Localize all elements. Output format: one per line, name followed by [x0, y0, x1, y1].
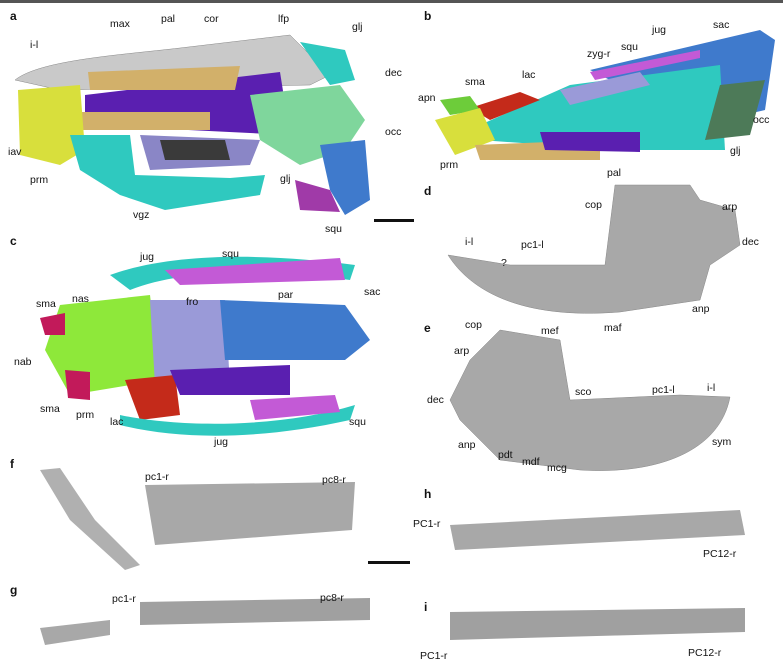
label: squ — [325, 223, 342, 235]
label: sma — [40, 403, 60, 415]
label: sac — [713, 19, 730, 31]
panel-letter-e: e — [424, 321, 431, 335]
label: PC1-r — [420, 650, 448, 662]
label: dec — [385, 67, 402, 79]
label: pc8-r — [322, 474, 346, 486]
label: sco — [575, 386, 592, 398]
label: cop — [585, 199, 602, 211]
label: pc1-l — [521, 239, 544, 251]
label: prm — [440, 159, 459, 171]
label: lac — [110, 416, 124, 428]
label: par — [278, 289, 294, 301]
label: sma — [465, 76, 485, 88]
label: pal — [161, 13, 176, 25]
panel-letter-g: g — [10, 583, 18, 597]
label: anp — [692, 303, 710, 315]
panel-e-mandible — [449, 329, 731, 471]
label: cor — [204, 13, 219, 25]
label: occ — [753, 114, 770, 126]
label: PC12-r — [703, 548, 737, 560]
label: pc1-r — [112, 593, 136, 605]
label: pc1-l — [652, 384, 675, 396]
panel-letter-f: f — [10, 457, 14, 471]
label: glj — [352, 21, 363, 33]
panel-letter-b: b — [424, 9, 432, 23]
label: i-l — [707, 382, 716, 394]
label: prm — [76, 409, 95, 421]
label: iav — [8, 146, 22, 158]
label: apn — [418, 92, 436, 104]
label: jug — [652, 24, 667, 36]
label: pc8-r — [320, 592, 344, 604]
panel-f-teeth — [40, 468, 355, 570]
label: vgz — [133, 209, 150, 221]
label: glj — [280, 173, 291, 185]
label: arp — [722, 201, 738, 213]
label: cop — [465, 319, 482, 331]
label: nab — [14, 356, 32, 368]
scale-bar-a — [374, 219, 414, 222]
label: lfp — [278, 13, 290, 25]
panel-a-skull — [14, 34, 370, 215]
label: fro — [186, 296, 199, 308]
label: zyg-r — [587, 48, 611, 60]
label: dec — [427, 394, 444, 406]
label: i-l — [30, 39, 39, 51]
top-border — [0, 0, 783, 3]
panel-g-teeth — [40, 598, 370, 645]
label: pal — [607, 167, 622, 179]
panel-letter-d: d — [424, 184, 432, 198]
label: squ — [621, 41, 638, 53]
label: jug — [140, 251, 155, 263]
label: anp — [458, 439, 476, 451]
label: prm — [30, 174, 49, 186]
label: pc1-r — [145, 471, 169, 483]
label: mcg — [547, 462, 567, 474]
panel-h-teeth — [450, 510, 745, 550]
label: occ — [385, 126, 402, 138]
label: nas — [72, 293, 89, 305]
label: ? — [501, 257, 507, 269]
label: squ — [349, 416, 366, 428]
label: sym — [712, 436, 732, 448]
label: pdt — [498, 449, 513, 461]
panel-d-mandible — [447, 184, 741, 314]
label: sma — [36, 298, 56, 310]
label: maf — [604, 322, 622, 334]
label: mef — [541, 325, 559, 337]
label: dec — [742, 236, 759, 248]
panel-letter-i: i — [424, 600, 428, 614]
panel-letter-h: h — [424, 487, 432, 501]
label: arp — [454, 345, 470, 357]
panel-letter-c: c — [10, 234, 17, 248]
label: max — [110, 18, 130, 30]
panel-i-teeth — [450, 608, 745, 640]
scale-bar-f — [368, 561, 410, 564]
label: jug — [214, 436, 229, 448]
label: mdf — [522, 456, 540, 468]
label: PC12-r — [688, 647, 722, 659]
panel-letter-a: a — [10, 9, 17, 23]
label: squ — [222, 248, 239, 260]
label: PC1-r — [413, 518, 441, 530]
label: sac — [364, 286, 381, 298]
label: glj — [730, 145, 741, 157]
panel-b-skull — [435, 30, 775, 160]
panel-c-skull — [40, 256, 370, 436]
label: lac — [522, 69, 536, 81]
label: i-l — [465, 236, 474, 248]
